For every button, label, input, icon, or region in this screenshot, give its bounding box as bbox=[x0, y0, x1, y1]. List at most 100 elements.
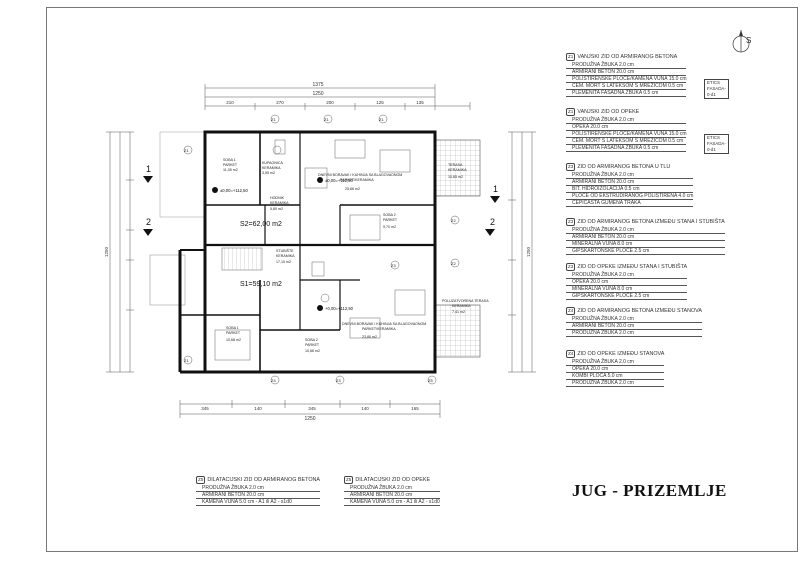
legend-wall-code: Z1 bbox=[566, 53, 576, 61]
room-name-1: SOBA 1 bbox=[223, 158, 236, 162]
legend-layer: PRODUŽNA ŽBUKA 2.0 cm bbox=[566, 172, 694, 179]
wall-tag-8: Z3 bbox=[390, 260, 400, 270]
wall-tag-2: Z1 bbox=[270, 114, 280, 124]
legend-layer: ARMIRANI BETON 20.0 cm bbox=[344, 492, 440, 499]
room-floor-4: KERAMIKA bbox=[448, 168, 467, 172]
svg-text:Z3: Z3 bbox=[391, 263, 396, 268]
room-name-7: STUBIŠTE bbox=[276, 248, 294, 253]
north-label: S bbox=[746, 36, 752, 45]
dim-right-total: 1250 bbox=[526, 246, 531, 257]
legend-layer: ČEPIČASTA GUMENA TRAKA bbox=[566, 200, 694, 207]
bottom-dimensions bbox=[179, 400, 441, 418]
legend-layer: KAMENA VUNA 5.0 cm - A1 ili A2 - s1d0 bbox=[344, 499, 440, 506]
room-name-8: SOBA 1 bbox=[226, 326, 239, 330]
svg-text:Z4: Z4 bbox=[271, 378, 276, 383]
level-mark-3: +0,00=+112,50 bbox=[325, 306, 354, 311]
room-area-11: 7,41 m2 bbox=[452, 310, 465, 314]
room-area-7: 17,10 m2 bbox=[276, 260, 291, 264]
dim-bottom-seg-5: 165 bbox=[411, 406, 419, 411]
legend-wall-code: Z3 bbox=[566, 163, 576, 171]
room-floor-3: PARKET/KERAMIKA bbox=[340, 178, 374, 182]
legend-note: ETICS FASADA-0-d1 bbox=[704, 79, 729, 99]
legend-wall-code: Z1 bbox=[566, 108, 576, 116]
terrace-south bbox=[434, 304, 481, 358]
legend-layer: ARMIRANI BETON 20.0 cm bbox=[566, 234, 725, 241]
legend-wall-title: DILATACIJSKI ZID OD ARMIRANOG BETONA bbox=[207, 477, 320, 483]
room-area-8: 10,68 m2 bbox=[226, 338, 241, 342]
room-name-6: SOBA 2 bbox=[383, 213, 396, 217]
wall-tag-10: Z4 bbox=[270, 375, 280, 385]
legend-layer: PLOČE OD EKSTRUDIRANOG POLISTIRENA 4.0 c… bbox=[566, 193, 694, 200]
wall-tag-1: Z1 bbox=[183, 145, 193, 155]
legend-wall-code: Z5 bbox=[196, 476, 206, 484]
wall-tag-5: Z1 bbox=[183, 355, 193, 365]
legend-layer: PRODUŽNA ŽBUKA 2.0 cm bbox=[344, 485, 440, 492]
svg-text:Z2: Z2 bbox=[451, 261, 456, 266]
legend-wall-title: ZID OD ARMIRANOG BETONA IZMEĐU STANOVA bbox=[577, 308, 702, 314]
top-dimensions bbox=[204, 84, 471, 110]
legend-layer: ARMIRANI BETON 20.0 cm bbox=[566, 179, 694, 186]
svg-text:Z1: Z1 bbox=[184, 358, 189, 363]
apartment-area-s1: S1=59,10 m2 bbox=[240, 281, 282, 288]
room-area-5: 5,80 m2 bbox=[270, 207, 283, 211]
dim-bottom-seg-3: 345 bbox=[308, 406, 316, 411]
staircase bbox=[221, 247, 263, 271]
terrace-north bbox=[434, 139, 481, 197]
legend-layer: PRODUŽNA ŽBUKA 2.0 cm bbox=[196, 485, 320, 492]
legend-layer: KOMBI PLOČA 5.0 cm bbox=[566, 373, 665, 380]
svg-text:Z1: Z1 bbox=[324, 117, 329, 122]
dim-left-total: 1250 bbox=[104, 246, 109, 257]
legend-wall-title: ZID OD ARMIRANOG BETONA U TLU bbox=[577, 164, 671, 170]
section-mark-2-left: 2 bbox=[146, 217, 151, 227]
level-marks: ±0,00=+112,50 ±0,00=+112,50 +0,00=+112,5… bbox=[212, 177, 354, 311]
legend-wall-title: DILATACIJSKI ZID OD OPEKE bbox=[355, 477, 431, 483]
room-floor-9: PARKET/KERAMIKA bbox=[362, 327, 396, 331]
legend-layer: ARMIRANI BETON 20.0 cm bbox=[566, 323, 702, 330]
dim-bottom-seg-2: 140 bbox=[254, 406, 262, 411]
wall-tag-6: Z2 bbox=[450, 215, 460, 225]
section-mark-2-right: 2 bbox=[490, 217, 495, 227]
legend-layer: PRODUŽNA ŽBUKA 2.0 cm bbox=[566, 316, 702, 323]
room-area-4: 10,65 m2 bbox=[448, 175, 463, 179]
legend-layer: PRODUŽNA ŽBUKA 2.0 cm bbox=[566, 117, 687, 124]
legend-wall-title: ZID OD OPEKE IZMEĐU STANOVA bbox=[577, 351, 665, 357]
legend-layer: GIPSKARTONSKE PLOČE 2.5 cm bbox=[566, 293, 688, 300]
legend-wall-title: VANJSKI ZID OD OPEKE bbox=[577, 109, 640, 115]
room-area-3: 25,66 m2 bbox=[345, 187, 360, 191]
legend-layer: MINERALNA VUNA 8.0 cm bbox=[566, 241, 725, 248]
room-area-9: 23,80 m2 bbox=[362, 335, 377, 339]
legend-layer: ARMIRANI BETON 20.0 cm bbox=[196, 492, 320, 499]
drawing-title: JUG - PRIZEMLJE bbox=[572, 481, 727, 500]
room-area-10: 10,66 m2 bbox=[305, 349, 320, 353]
legend-layer: BIT. HIDROIZOLACIJA 0.5 cm bbox=[566, 186, 694, 193]
legend-layer: PLEMENITA FASADNA ŽBUKA 0.5 cm bbox=[566, 145, 687, 152]
svg-text:Z1: Z1 bbox=[184, 148, 189, 153]
legend-layer: PRODUŽNA ŽBUKA 2.0 cm bbox=[566, 330, 702, 337]
room-floor-1: PARKET bbox=[223, 163, 238, 167]
level-mark-2: ±0,00=+112,50 bbox=[325, 178, 354, 183]
room-name-3: DNEVNI BORAVAK I KUHINJA SA BLAGOVAONOM bbox=[318, 173, 402, 177]
legend-layer: PRODUŽNA ŽBUKA 2.0 cm bbox=[566, 62, 687, 69]
legend-layer: PRODUŽNA ŽBUKA 2.0 cm bbox=[566, 359, 665, 366]
dim-top-seg-5: 135 bbox=[416, 100, 424, 105]
legend-layer: POLISTIRENSKE PLOČE/KAMENA VUNA 15.0 cm bbox=[566, 76, 687, 83]
right-dimensions bbox=[508, 131, 536, 373]
svg-text:Z5: Z5 bbox=[428, 378, 433, 383]
walls bbox=[178, 130, 437, 374]
